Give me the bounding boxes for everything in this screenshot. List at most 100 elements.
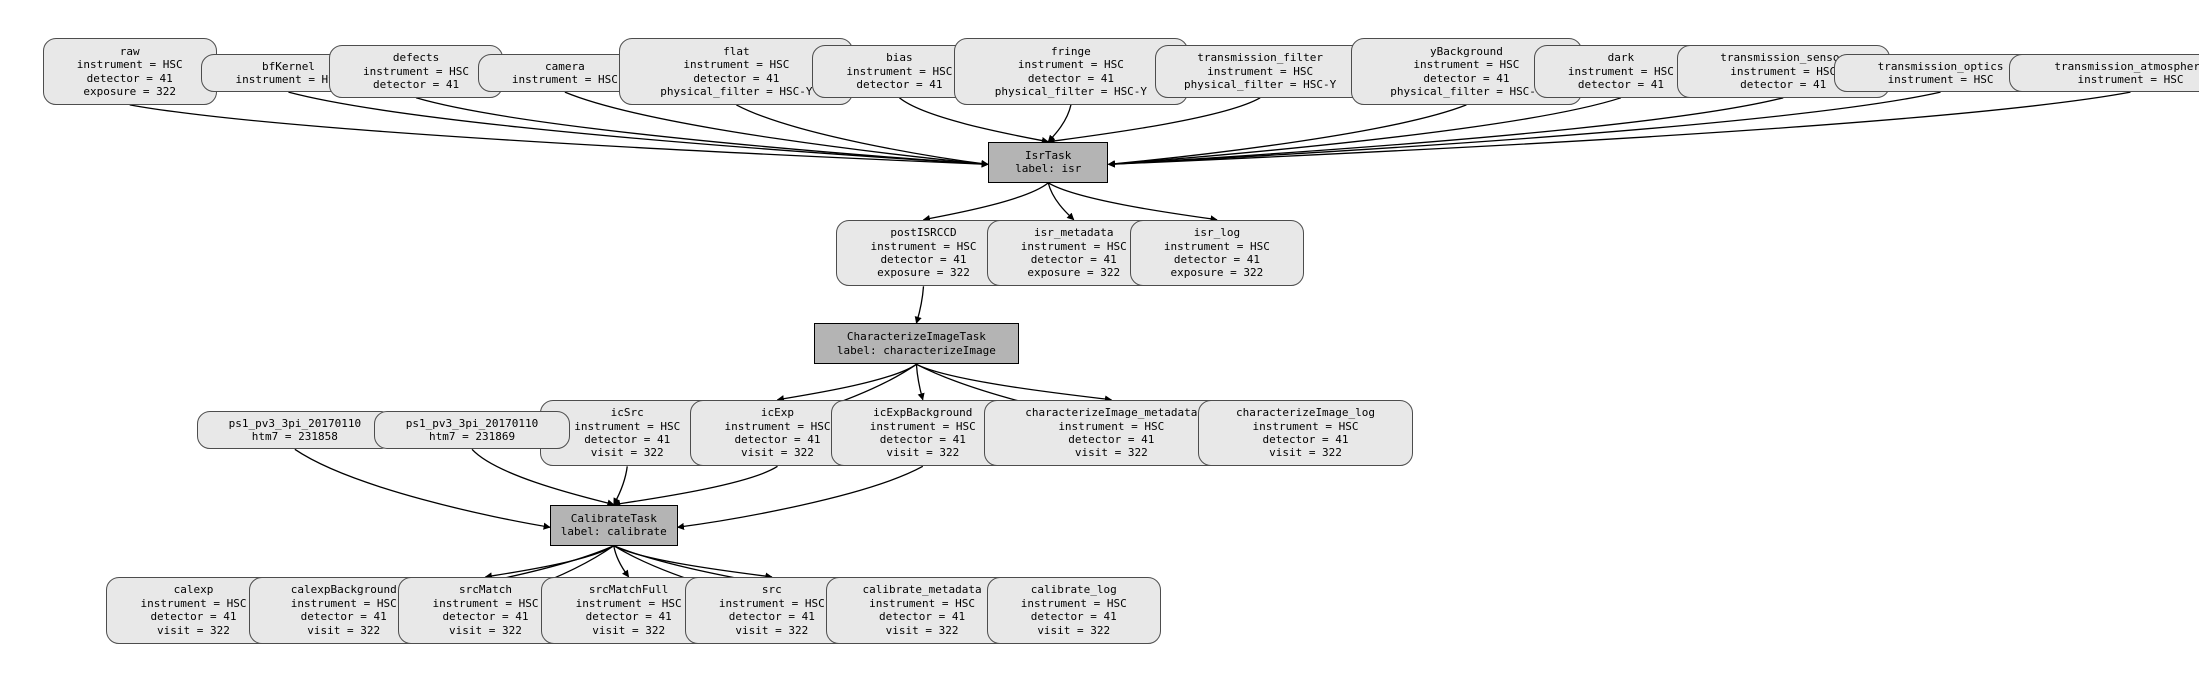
node-dimension: visit = 322 <box>157 623 230 637</box>
node-dimension: instrument = HSC <box>1020 239 1127 253</box>
node-title: calexp <box>173 583 214 597</box>
node-dimension: instrument = HSC <box>724 419 831 433</box>
node-title: calexpBackground <box>290 583 397 597</box>
edge-postISRCCD-to-CharacterizeImageTask <box>914 286 925 324</box>
node-dimension: instrument = HSC <box>575 596 682 610</box>
node-title: icExpBackground <box>873 406 973 420</box>
node-dimension: physical_filter = HSC-Y <box>1183 78 1337 92</box>
edge-icSrc-to-CalibrateTask <box>613 466 628 506</box>
node-title: srcMatchFull <box>588 583 669 597</box>
node-title: CalibrateTask <box>570 511 657 525</box>
node-dimension: detector = 41 <box>1030 610 1117 624</box>
node-dimension: physical_filter = HSC-Y <box>1390 84 1543 98</box>
node-dimension: detector = 41 <box>1030 253 1117 266</box>
node-title: characterizeImage_log <box>1235 406 1376 420</box>
node-title: camera <box>544 59 585 73</box>
edge-ps1_htm7_231858-to-CalibrateTask <box>294 448 551 530</box>
edge-CalibrateTask-to-srcMatchFull <box>613 545 630 578</box>
node-title: transmission_atmosphere <box>2054 59 2199 73</box>
node-dimension: detector = 41 <box>1740 78 1827 92</box>
node-dimension: instrument = HSC <box>869 596 976 610</box>
node-dimension: instrument = HSC <box>574 419 681 433</box>
node-title: calibrate_log <box>1030 583 1117 597</box>
node-title: bias <box>886 51 913 65</box>
node-dimension: instrument = HSC <box>1020 596 1127 610</box>
edge-icExp-to-CalibrateTask <box>613 465 778 508</box>
node-dimension: detector = 41 <box>442 610 529 624</box>
edge-fringe-to-IsrTask <box>1047 104 1072 143</box>
node-dimension: visit = 322 <box>886 446 960 460</box>
node-title: ps1_pv3_3pi_20170110 <box>228 416 362 430</box>
node-dimension: instrument = HSC <box>869 419 976 433</box>
node-dimension: label: characterizeImage <box>836 343 996 357</box>
edge-yBackground-to-IsrTask <box>1107 104 1467 168</box>
node-dimension: visit = 322 <box>449 623 522 637</box>
node-dimension: visit = 322 <box>735 623 809 637</box>
node-title: flat <box>723 44 750 58</box>
node-dimension: instrument = HSC <box>2077 72 2184 86</box>
node-dimension: instrument = HSC <box>1252 419 1359 433</box>
node-dimension: instrument = HSC <box>683 58 790 72</box>
node-dimension: detector = 41 <box>584 433 671 447</box>
node-title: transmission_optics <box>1877 59 2004 73</box>
node-title: transmission_filter <box>1197 51 1324 65</box>
edge-IsrTask-to-isr_log <box>1047 182 1218 223</box>
node-title: fringe <box>1051 44 1091 58</box>
node-dimension: detector = 41 <box>1577 78 1664 92</box>
node-dimension: visit = 322 <box>590 446 664 460</box>
node-title: calibrate_metadata <box>862 583 982 597</box>
node-dimension: detector = 41 <box>372 78 460 92</box>
node-dimension: detector = 41 <box>879 610 966 624</box>
node-dimension: visit = 322 <box>1074 446 1148 460</box>
node-dimension: instrument = HSC <box>1017 58 1124 72</box>
node-dimension: detector = 41 <box>879 433 966 447</box>
edge-dark-to-IsrTask <box>1107 97 1622 168</box>
edge-flat-to-IsrTask <box>736 104 989 168</box>
node-dimension: detector = 41 <box>1423 71 1510 85</box>
node-dimension: instrument = HSC <box>718 596 825 610</box>
edge-raw-to-IsrTask <box>129 104 989 168</box>
node-dimension: instrument = HSC <box>363 64 470 78</box>
node-title: IsrTask <box>1025 148 1072 162</box>
node-dimension: detector = 41 <box>880 253 967 266</box>
node-title: srcMatch <box>458 583 512 597</box>
node-title: postISRCCD <box>890 226 957 240</box>
node-dimension: detector = 41 <box>150 610 237 624</box>
edge-icExpBackground-to-CalibrateTask <box>676 465 924 530</box>
node-dimension: detector = 41 <box>585 610 672 624</box>
node-dimension: detector = 41 <box>728 610 815 624</box>
node-dimension: instrument = HSC <box>1567 64 1674 78</box>
node-dimension: visit = 322 <box>307 623 381 637</box>
edge-CalibrateTask-to-srcMatch <box>484 545 615 580</box>
node-dimension: detector = 41 <box>856 78 943 92</box>
node-title: ps1_pv3_3pi_20170110 <box>405 416 539 430</box>
graph-edges <box>129 91 2131 617</box>
node-title: icSrc <box>610 406 644 420</box>
node-title: defects <box>392 51 440 65</box>
node-dimension: label: isr <box>1015 162 1082 176</box>
node-dimension: htm7 = 231858 <box>251 430 338 444</box>
node-dimension: exposure = 322 <box>1170 266 1264 280</box>
node-dimension: detector = 41 <box>1027 71 1114 85</box>
node-title: bfKernel <box>261 59 315 73</box>
node-dimension: instrument = HSC <box>1730 64 1837 78</box>
node-dimension: visit = 322 <box>1269 446 1342 460</box>
node-dimension: instrument = HSC <box>870 239 977 253</box>
